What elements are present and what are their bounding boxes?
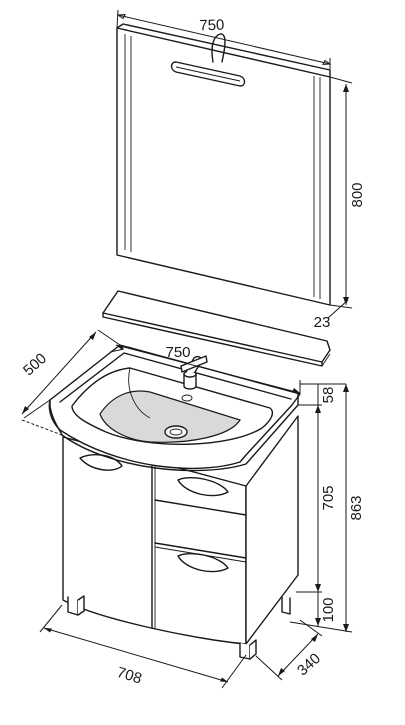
mirror-depth-label: 23: [314, 314, 331, 331]
leg-height-label: 100: [320, 597, 337, 622]
mirror-lamp: [170, 33, 246, 87]
total-height-label: 863: [348, 495, 365, 520]
cabinet-body-height-label: 705: [320, 485, 337, 510]
mirror-width-label: 750: [199, 17, 225, 35]
cabinet-width-label: 708: [115, 664, 144, 688]
vanity-cabinet: [62, 415, 299, 660]
washbasin: [48, 344, 301, 472]
mirror-height-label: 800: [349, 182, 366, 207]
basin-width-label: 750: [165, 344, 190, 361]
faucet: [180, 355, 208, 390]
mirror: [116, 23, 331, 306]
dimension-lines: [21, 9, 353, 689]
glass-shelf: [102, 290, 331, 367]
basin-rim-height-label: 58: [320, 387, 337, 404]
basin-depth-label: 500: [20, 350, 50, 379]
